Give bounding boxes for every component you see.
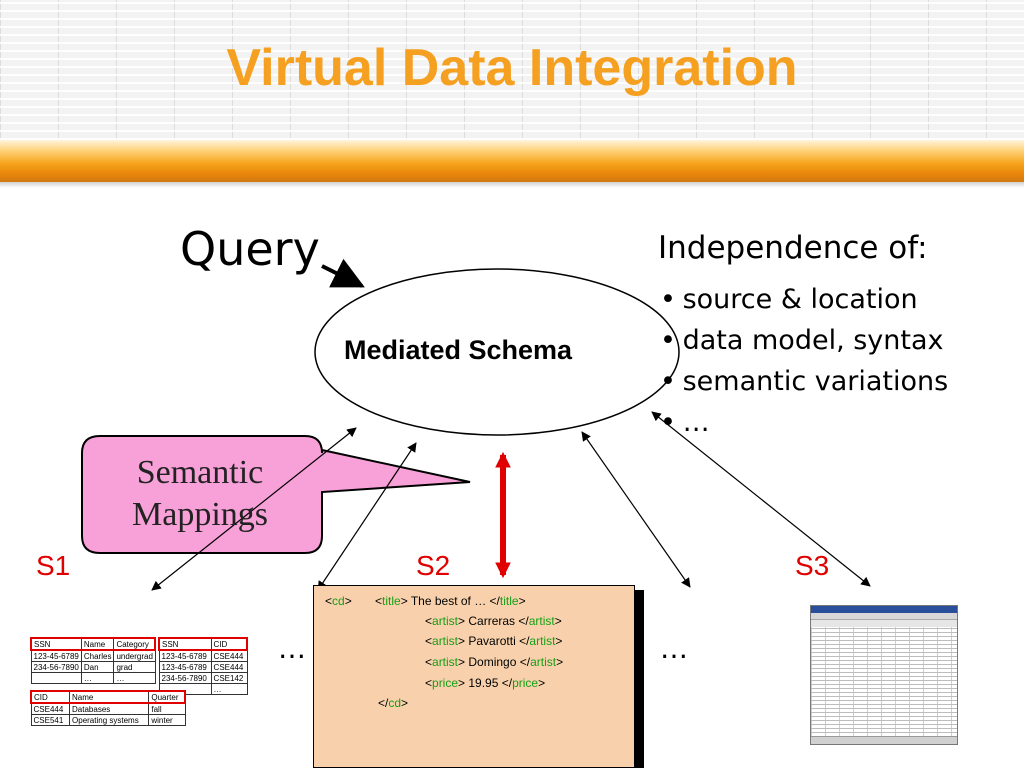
xml-text: < xyxy=(325,594,333,608)
bullet-icon: • xyxy=(660,407,676,438)
xml-text: > Carreras </ xyxy=(458,614,529,628)
xml-line: <price> 19.95 </price> xyxy=(425,676,545,690)
xml-tag-name: cd xyxy=(388,696,402,710)
xml-text: > Domingo </ xyxy=(458,655,531,669)
xml-text: > xyxy=(401,696,409,710)
xml-text: < xyxy=(425,634,433,648)
xml-line: <title> The best of … </title> xyxy=(375,594,526,608)
xml-text: < xyxy=(375,594,383,608)
source-label-s3: S3 xyxy=(795,550,830,581)
xml-tag-name: title xyxy=(382,594,401,608)
spreadsheet-grid xyxy=(811,627,957,737)
xml-line: <artist> Pavarotti </artist> xyxy=(425,634,562,648)
xml-line: <cd> xyxy=(325,594,352,608)
header-background xyxy=(0,0,1024,140)
mediated-schema-ellipse xyxy=(314,268,680,436)
xml-tag-name: price xyxy=(512,676,539,690)
xml-tag-name: title xyxy=(499,594,519,608)
source-label-s2: S2 xyxy=(416,550,451,581)
semantic-mappings-text: Semantic Mappings xyxy=(90,452,310,536)
mapping-arrow-mid xyxy=(581,431,691,588)
ellipsis-right: … xyxy=(660,632,692,665)
independence-list: • source & location • data model, syntax… xyxy=(660,284,948,448)
mediated-schema-label: Mediated Schema xyxy=(344,335,573,365)
xml-text: </ xyxy=(378,696,389,710)
xml-text: < xyxy=(425,614,433,628)
xml-text: > xyxy=(344,594,352,608)
xml-tag-name: artist xyxy=(529,634,556,648)
semantic-mappings-line-1: Semantic xyxy=(136,454,264,491)
xml-document xyxy=(313,585,635,768)
mapping-arrow-s3 xyxy=(651,411,871,587)
xml-tag-name: artist xyxy=(528,614,555,628)
bullet-icon: • xyxy=(660,284,676,315)
xml-text: > xyxy=(556,655,564,669)
xml-text: > Pavarotti </ xyxy=(458,634,530,648)
independence-item: • source & location xyxy=(660,284,918,315)
xml-text: > 19.95 </ xyxy=(458,676,513,690)
xml-tag-name: artist xyxy=(432,614,459,628)
mapping-arrow-tables xyxy=(317,442,417,591)
ellipsis-left: … xyxy=(278,632,310,665)
spreadsheet-sheet-tabs xyxy=(811,736,957,744)
table-row: …… xyxy=(30,672,156,684)
xml-tag-name: artist xyxy=(530,655,557,669)
xml-text: < xyxy=(425,655,433,669)
xml-line: <artist> Domingo </artist> xyxy=(425,655,563,669)
bullet-icon: • xyxy=(660,366,676,397)
independence-heading: Independence of: xyxy=(658,230,928,266)
xml-text: > xyxy=(554,614,562,628)
query-arrow xyxy=(321,258,365,288)
xml-tag-name: cd xyxy=(332,594,345,608)
orange-divider-bar xyxy=(0,140,1024,188)
xml-line: <artist> Carreras </artist> xyxy=(425,614,562,628)
xml-text: > xyxy=(555,634,563,648)
bullet-icon: • xyxy=(660,325,676,356)
query-label: Query xyxy=(180,222,320,276)
independence-item: • data model, syntax xyxy=(660,325,944,356)
xml-text: > xyxy=(538,676,546,690)
spreadsheet-thumbnail xyxy=(810,605,958,745)
xml-tag-name: artist xyxy=(432,634,459,648)
spreadsheet-titlebar xyxy=(811,606,957,613)
xml-line: </cd> xyxy=(378,696,408,710)
xml-text: > The best of … </ xyxy=(400,594,500,608)
semantic-mappings-line-2: Mappings xyxy=(132,496,268,533)
independence-item: • semantic variations xyxy=(660,366,949,397)
independence-item: • … xyxy=(660,407,710,438)
source-label-s1: S1 xyxy=(36,550,71,581)
xml-text: < xyxy=(425,676,433,690)
slide-title: Virtual Data Integration xyxy=(226,39,798,97)
xml-tag-name: price xyxy=(432,676,459,690)
spreadsheet-menubar xyxy=(811,613,957,620)
xml-tag-name: artist xyxy=(432,655,459,669)
xml-text: > xyxy=(518,594,526,608)
